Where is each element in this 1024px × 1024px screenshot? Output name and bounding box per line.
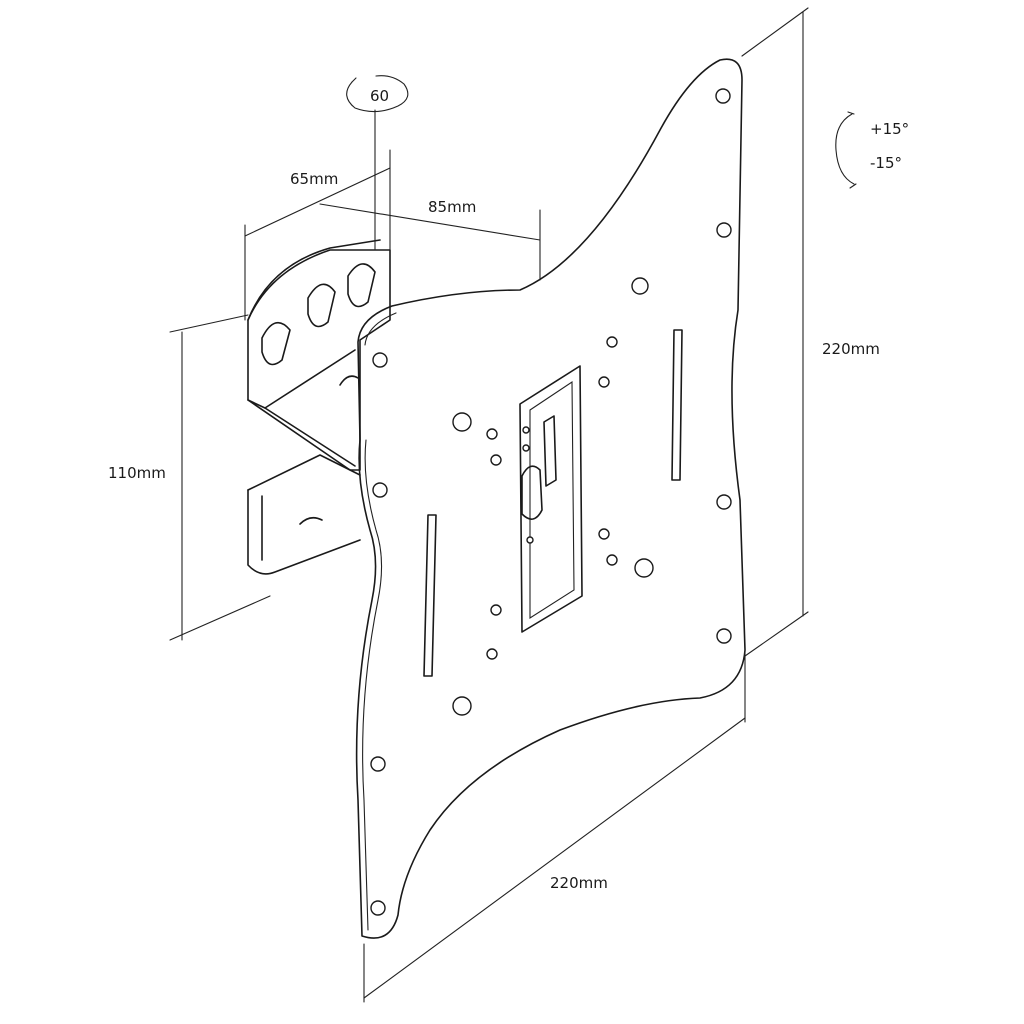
wall-height-dimension — [169, 314, 271, 641]
tilt-down-label: -15° — [870, 154, 902, 172]
tilt-up-label: +15° — [870, 120, 910, 138]
mounting-plate — [355, 58, 746, 939]
rotation-dimension — [346, 75, 409, 251]
tilt-indicator — [835, 111, 857, 189]
depth-dimensions — [244, 149, 541, 321]
plate-width-label: 220mm — [550, 874, 608, 892]
plate-height-label: 220mm — [822, 340, 880, 358]
plate-width-dimension — [363, 649, 746, 1003]
rotation-label: 60 — [370, 87, 390, 105]
plate-height-dimension — [741, 7, 809, 657]
depth-b-label: 85mm — [428, 198, 477, 216]
wall-height-label: 110mm — [108, 464, 166, 482]
depth-a-label: 65mm — [290, 170, 339, 188]
wall-bracket — [247, 239, 391, 575]
